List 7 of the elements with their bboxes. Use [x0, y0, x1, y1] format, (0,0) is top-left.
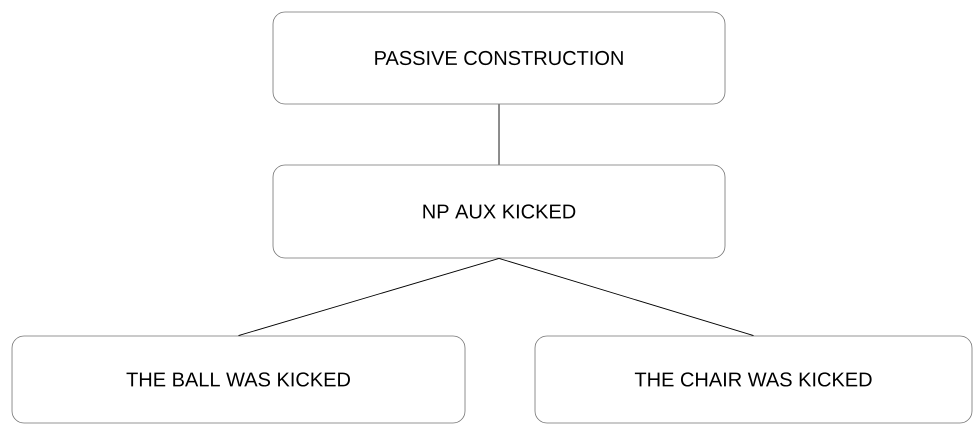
text-box: NP AUX KICKED: [272, 164, 726, 258]
connector-line: [498, 104, 500, 166]
connector-line: [498, 258, 754, 336]
text-box: PASSIVE CONSTRUCTION: [272, 12, 726, 104]
text-box: THE CHAIR WAS KICKED: [534, 336, 972, 424]
connector-line: [238, 258, 500, 336]
text-box: THE BALL WAS KICKED: [12, 336, 466, 424]
